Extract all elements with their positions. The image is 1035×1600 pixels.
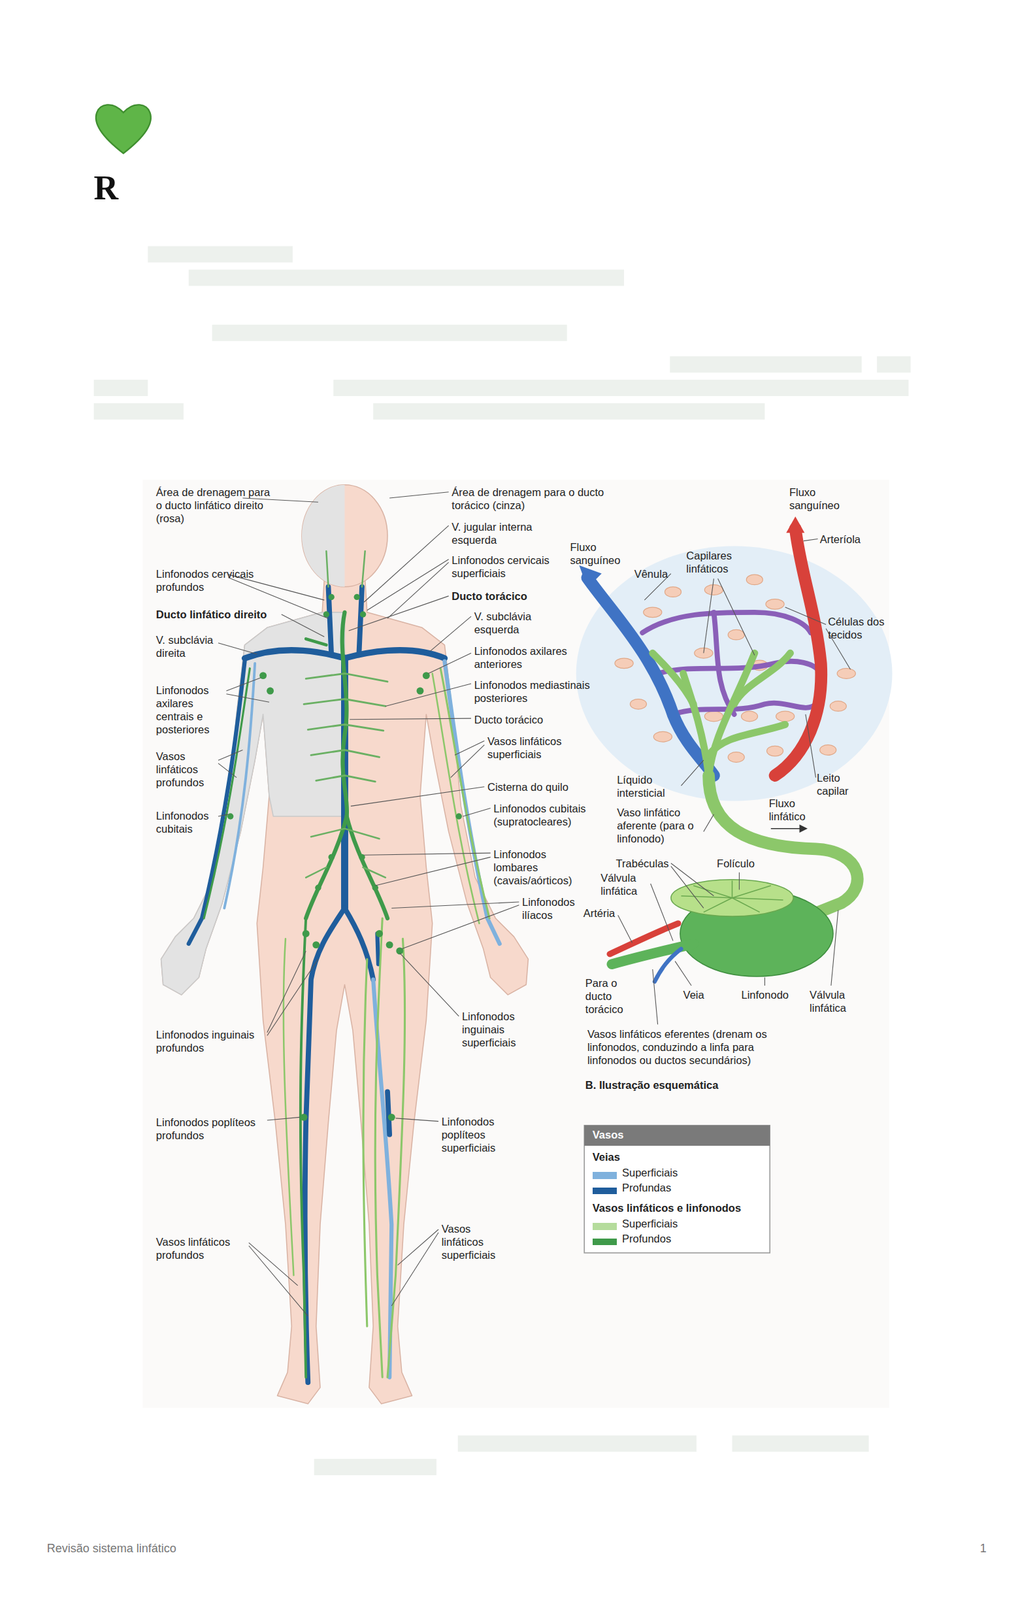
callout-label: Folículo (716, 856, 755, 870)
callout-label: Linfonodos ilíacos (522, 895, 586, 922)
legend-swatch (592, 1187, 618, 1195)
legend-text: Profundos (622, 1231, 672, 1245)
callout-label: Linfonodos cervicais superficiais (451, 553, 570, 580)
callout-label: Linfonodos mediastinais posteriores (474, 678, 608, 705)
callout-label: Vasos linfáticos profundos (156, 1234, 249, 1262)
callout-label: Trabéculas (616, 856, 670, 870)
legend-group-title: Vasos linfáticos e linfonodos (592, 1200, 741, 1215)
callout-label: Válvula linfática (600, 870, 650, 898)
callout-label: Para o ducto torácico (585, 976, 637, 1016)
legend-swatch (592, 1171, 618, 1179)
figure-caption: B. Ilustração esquemática (585, 1078, 719, 1092)
legend-group-title: Veias (592, 1150, 621, 1164)
callout-label: Células dos tecidos (827, 614, 894, 641)
page-heading: R (94, 168, 119, 208)
callout-label: V. jugular interna esquerda (451, 520, 549, 547)
callout-label: V. subclávia esquerda (474, 609, 551, 636)
callout-label: Vasos linfáticos superficiais (441, 1221, 511, 1262)
callout-label: Artéria (583, 906, 616, 920)
callout-label: Linfonodos cervicais profundos (156, 567, 274, 594)
callout-label: Válvula linfática (809, 987, 859, 1015)
callout-label: Linfonodos poplíteos profundos (156, 1115, 269, 1142)
callout-label: Linfonodos cubitais (156, 808, 220, 836)
callout-label: Ducto linfático direito (156, 607, 268, 621)
callout-label: Linfonodos lombares (cavais/aórticos) (493, 847, 588, 887)
callout-label: Área de drenagem para o ducto torácico (… (451, 485, 615, 512)
callout-label: Linfonodos cubitais (supratocleares) (493, 801, 588, 828)
callout-label: Fluxo sanguíneo (569, 540, 632, 567)
callout-label: Vasos linfáticos eferentes (drenam os li… (587, 1027, 797, 1067)
callout-label: V. subclávia direita (156, 633, 233, 660)
callout-label: Linfonodos axilares anteriores (474, 644, 587, 671)
callout-label: Fluxo sanguíneo (789, 485, 851, 512)
page-number: 1 (980, 1540, 987, 1556)
callout-label: Linfonodos poplíteos superficiais (441, 1114, 511, 1154)
legend-header: Vasos (592, 1127, 625, 1141)
callout-label: Linfonodos inguinais profundos (156, 1027, 269, 1054)
callout-label: Cisterna do quilo (487, 780, 569, 794)
callout-label: Linfonodos axilares centrais e posterior… (156, 683, 226, 736)
callout-label: Líquido intersticial (616, 772, 679, 800)
callout-label: Área de drenagem para o ducto linfático … (156, 485, 271, 525)
callout-label: Veia (683, 987, 705, 1002)
callout-label: Ducto torácico (451, 589, 528, 603)
callout-label: Vênula (634, 567, 668, 581)
callout-label: Leito capilar (816, 771, 858, 798)
legend-text: Profundas (622, 1180, 672, 1194)
legend-swatch (592, 1238, 618, 1246)
legend-text: Superficiais (622, 1216, 678, 1230)
callout-label: Vasos linfáticos superficiais (487, 734, 580, 761)
callout-label: Fluxo linfático (769, 796, 815, 823)
legend-text: Superficiais (622, 1165, 678, 1179)
callout-label: Capilares linfáticos (686, 548, 748, 575)
callout-label: Vasos linfáticos profundos (156, 749, 220, 789)
footer-text: Revisão sistema linfático (47, 1540, 177, 1556)
callout-label: Arteríola (820, 532, 861, 546)
callout-label: Ducto torácico (474, 712, 543, 726)
legend-swatch (592, 1222, 618, 1230)
callout-label: Linfonodo (741, 987, 790, 1002)
callout-label: Vaso linfático aferente (para o linfonod… (616, 805, 701, 845)
callout-label: Linfonodos inguinais superficiais (461, 1009, 532, 1049)
